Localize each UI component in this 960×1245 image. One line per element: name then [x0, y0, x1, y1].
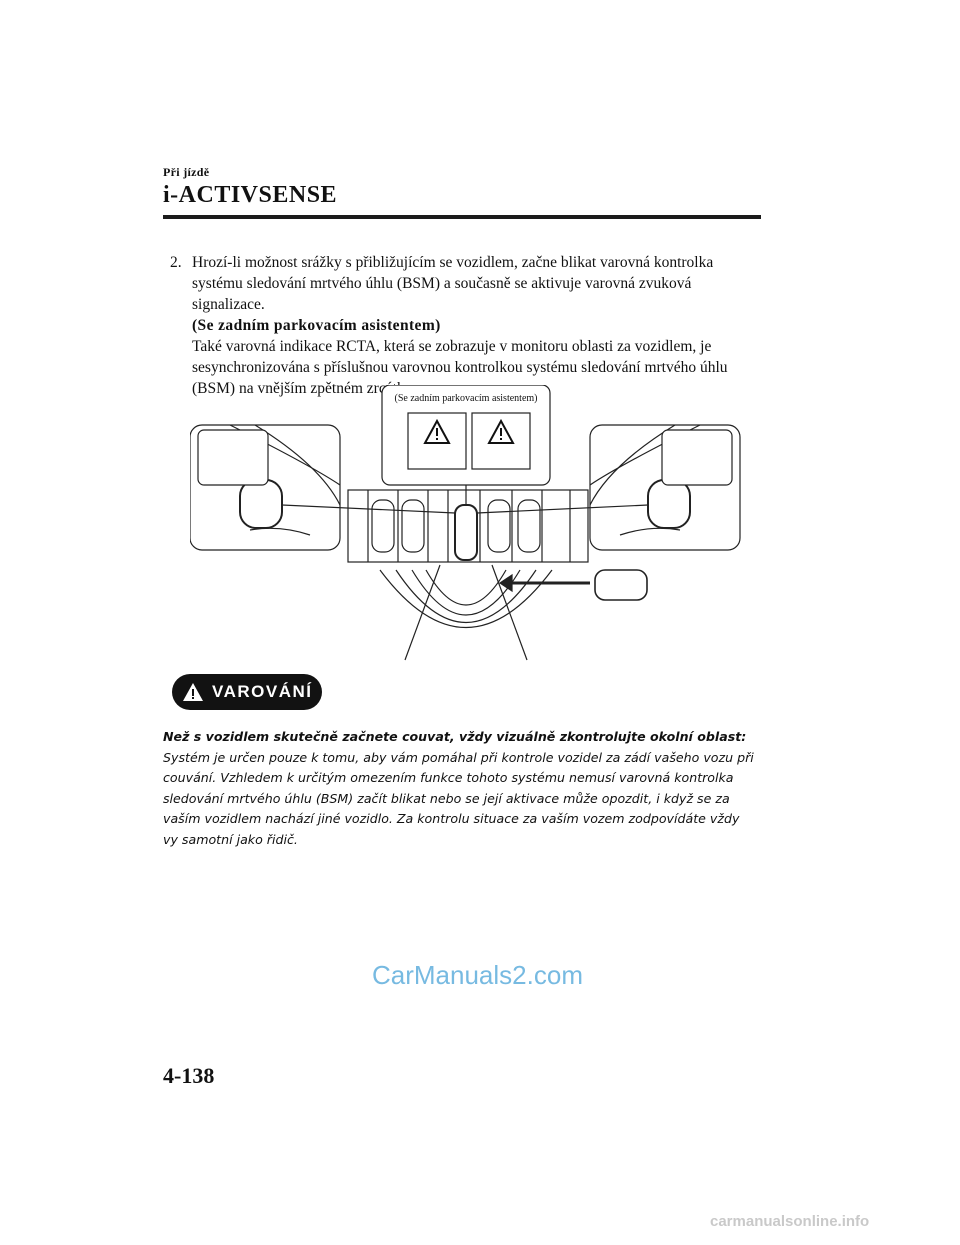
warning-line: sledování mrtvého úhlu (BSM) začít blika…: [163, 790, 730, 806]
section-title: i-ACTIVSENSE: [163, 182, 338, 208]
warning-lead: Než s vozidlem skutečně začnete couvat, …: [163, 729, 747, 744]
warning-badge: VAROVÁNÍ: [172, 674, 322, 710]
parking-lot: [347, 489, 589, 563]
step-line: systému sledování mrtvého úhlu (BSM) a s…: [192, 275, 692, 292]
warning-label: VAROVÁNÍ: [212, 682, 313, 701]
warning-text: Než s vozidlem skutečně začnete couvat, …: [163, 727, 763, 850]
rcta-illustration: (Se zadním parkovacím asistentem): [190, 385, 741, 661]
step-2: 2. Hrozí-li možnost srážky s přibližujíc…: [170, 252, 770, 399]
step-sub-line: (BSM) na vnějším zpětném zrcátku.: [192, 380, 417, 397]
warning-line: vy samotní jako řidič.: [163, 831, 298, 847]
watermark: CarManuals2.com: [372, 960, 583, 990]
section-label: Při jízdě: [163, 165, 210, 179]
warning-line: couvání. Vzhledem k určitým omezením fun…: [163, 770, 734, 785]
footer-site: carmanualsonline.info: [710, 1213, 870, 1230]
approaching-vehicle: [594, 569, 648, 601]
warning-triangle-icon: [183, 683, 203, 701]
step-number: 2.: [170, 254, 182, 271]
step-sub-line: Také varovná indikace RCTA, která se zob…: [192, 338, 712, 355]
step-line: signalizace.: [192, 296, 265, 313]
step-subheading: (Se zadním parkovacím asistentem): [192, 317, 441, 334]
step-sub-line: sesynchronizována s příslušnou varovnou …: [192, 359, 728, 376]
step-line: Hrozí-li možnost srážky s přibližujícím …: [192, 254, 714, 271]
page-number: 4-138: [163, 1063, 215, 1088]
title-rule: [163, 215, 761, 219]
monitor-label: (Se zadním parkovacím asistentem): [394, 393, 537, 404]
warning-line: vaším vozidlem nachází jiné vozidlo. Za …: [163, 811, 740, 826]
warning-line: Systém je určen pouze k tomu, aby vám po…: [163, 749, 754, 765]
